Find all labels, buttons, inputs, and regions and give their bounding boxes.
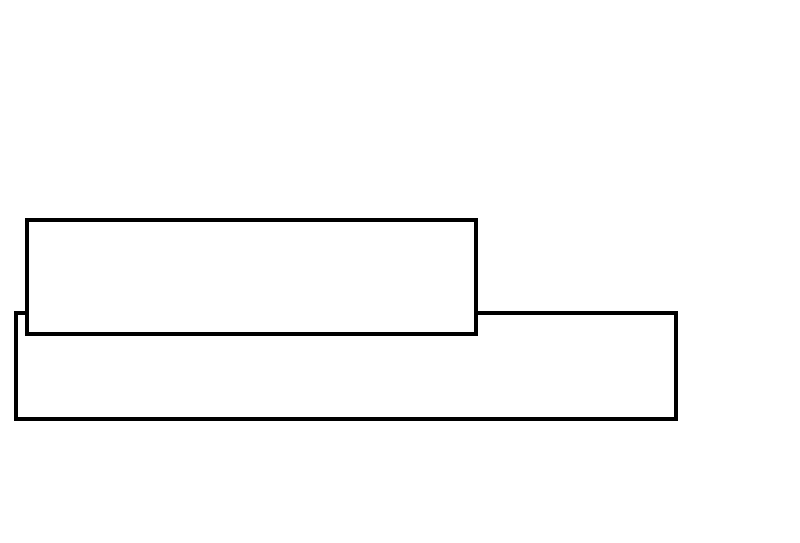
upper-rectangle xyxy=(25,218,478,336)
